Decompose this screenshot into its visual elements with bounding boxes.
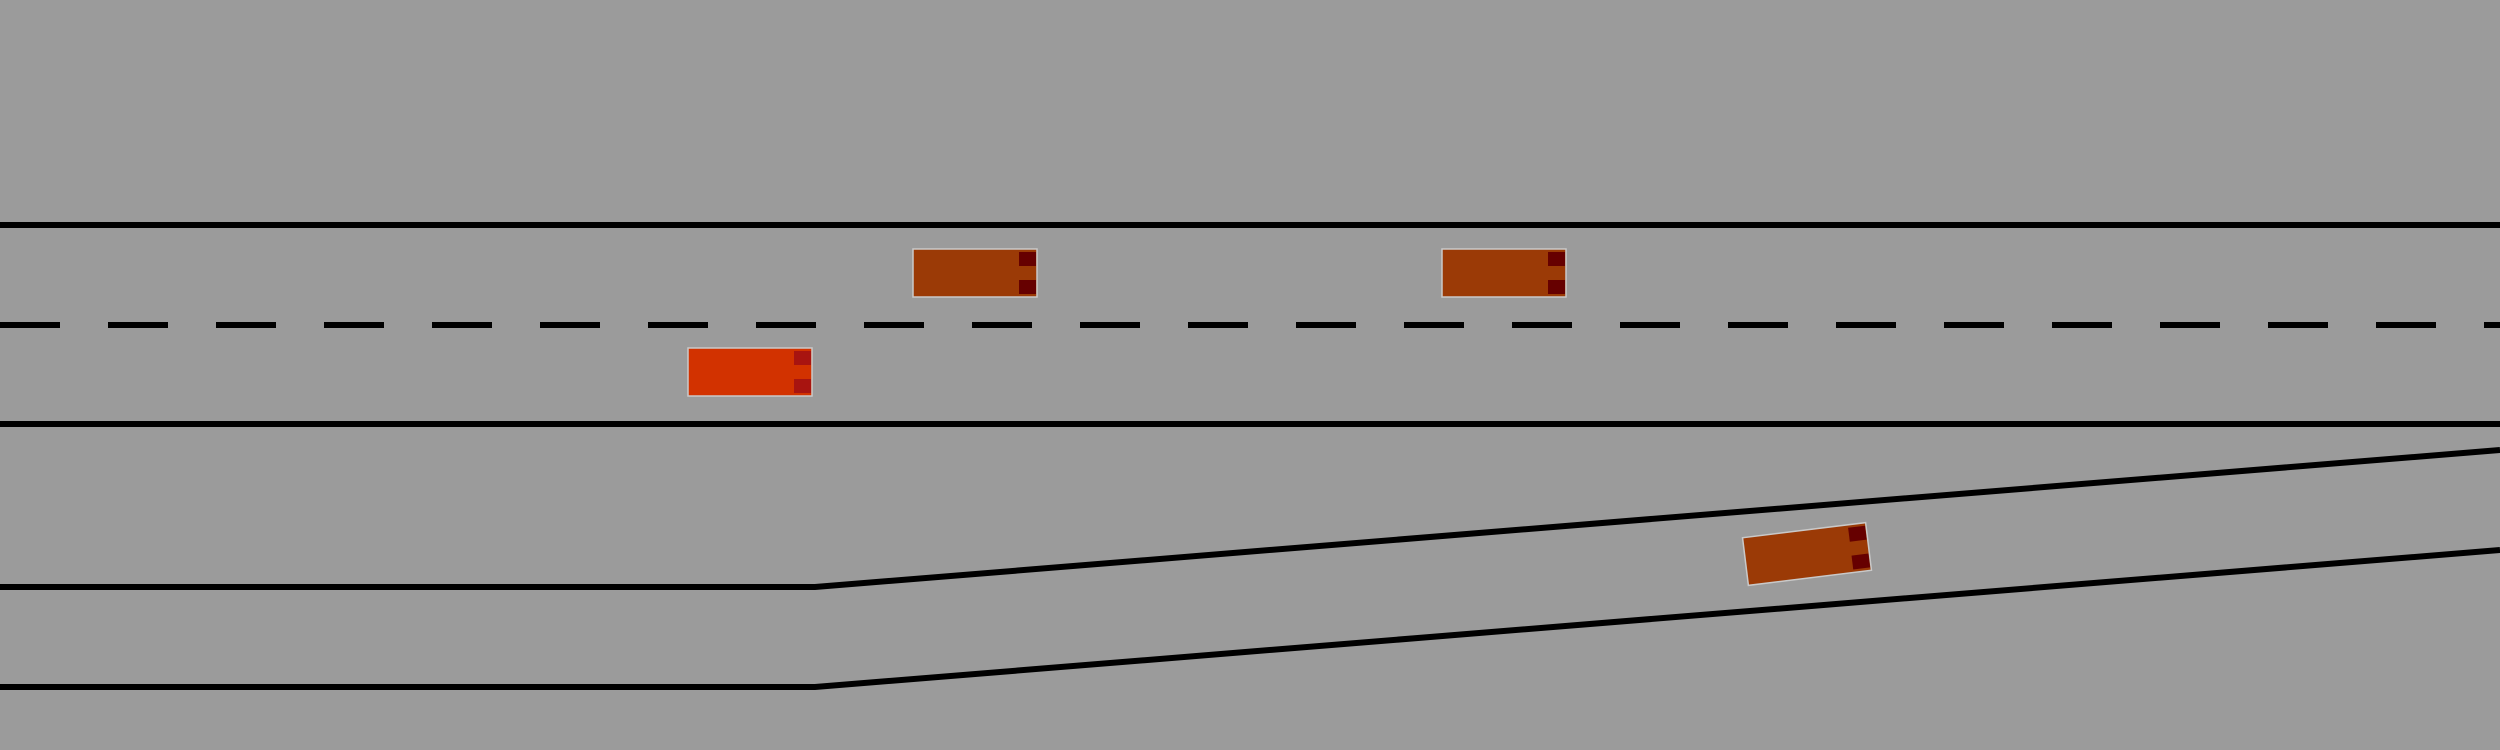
vehicle-body <box>1441 248 1567 298</box>
ramp-lower-edge <box>0 547 2500 690</box>
vehicle-front-light-right <box>1548 280 1565 294</box>
vehicles-layer <box>687 248 1873 587</box>
other-vehicle <box>1441 248 1567 298</box>
vehicle-front-light-right <box>1019 280 1036 294</box>
vehicle-front-light-left <box>1019 252 1036 266</box>
vehicle-front-light-left <box>1548 252 1565 266</box>
ramp-upper-edge <box>0 447 2500 590</box>
other-vehicle <box>912 248 1038 298</box>
other-vehicle <box>1741 521 1873 587</box>
vehicle-front-light-left <box>794 351 811 365</box>
vehicle-front-light-right <box>794 379 811 393</box>
ego-vehicle <box>687 347 813 397</box>
vehicle-body <box>687 347 813 397</box>
vehicle-body <box>1741 521 1873 587</box>
vehicle-front-light-left <box>1848 525 1867 542</box>
vehicle-front-light-right <box>1851 553 1871 570</box>
vehicle-body <box>912 248 1038 298</box>
